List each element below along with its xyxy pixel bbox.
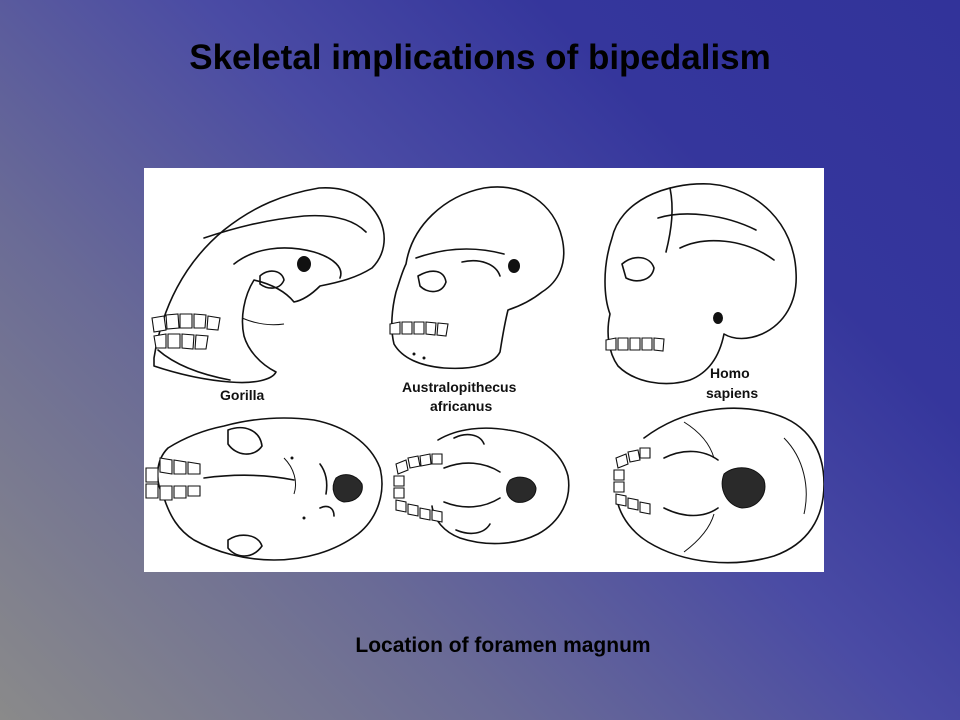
australopithecus-basal-skull [393, 427, 570, 545]
homo-sapiens-basal-skull [613, 407, 824, 564]
gorilla-lateral-skull [151, 187, 385, 384]
gorilla-basal-skull [145, 417, 383, 561]
label-homo-line1: Homo [710, 365, 750, 381]
label-australopithecus-line2: africanus [430, 398, 492, 414]
australopithecus-lateral-skull [389, 186, 565, 370]
skull-illustration: Gorilla Australopithecus africanus Homo … [145, 183, 824, 564]
label-homo-line2: sapiens [706, 385, 758, 401]
figure-caption: Location of foramen magnum [355, 634, 651, 657]
label-gorilla: Gorilla [220, 387, 265, 403]
homo-sapiens-lateral-skull [604, 183, 797, 385]
label-australopithecus-line1: Australopithecus [402, 379, 517, 395]
slide-title: Skeletal implications of bipedalism [189, 38, 771, 77]
skull-comparison-figure: Gorilla Australopithecus africanus Homo … [144, 168, 824, 572]
